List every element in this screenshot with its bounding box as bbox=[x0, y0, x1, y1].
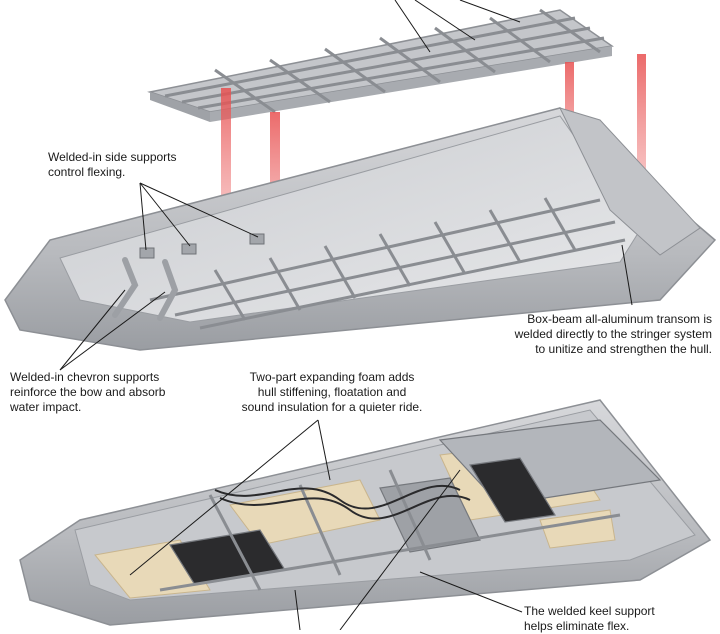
callout-line: water impact. bbox=[10, 400, 82, 414]
callout-leader-lines bbox=[59, 182, 633, 630]
callout-line: control flexing. bbox=[48, 165, 126, 179]
callout-line: Box-beam all-aluminum transom is bbox=[527, 312, 712, 326]
foam-callout: Two-part expanding foam adds hull stiffe… bbox=[222, 370, 442, 415]
callout-line: hull stiffening, floatation and bbox=[257, 385, 407, 399]
callout-line: The welded keel support bbox=[524, 604, 655, 618]
callout-line: welded directly to the stringer system bbox=[514, 327, 712, 341]
top-hull bbox=[4, 107, 717, 351]
side-supports-callout: Welded-in side supports control flexing. bbox=[48, 150, 177, 180]
callout-line: Welded-in chevron supports bbox=[10, 370, 160, 384]
callout-line: to unitize and strengthen the hull. bbox=[535, 342, 712, 356]
chevron-callout: Welded-in chevron supports reinforce the… bbox=[10, 370, 165, 415]
callout-line: helps eliminate flex. bbox=[524, 619, 630, 633]
callout-line: Two-part expanding foam adds bbox=[249, 370, 415, 384]
bottom-hull bbox=[19, 399, 712, 626]
callout-line: sound insulation for a quieter ride. bbox=[241, 400, 423, 414]
callout-line: Welded-in side supports bbox=[48, 150, 177, 164]
callout-line: reinforce the bow and absorb bbox=[10, 385, 166, 399]
transom-callout: Box-beam all-aluminum transom is welded … bbox=[515, 312, 712, 357]
floating-stringer-grid bbox=[147, 0, 614, 122]
